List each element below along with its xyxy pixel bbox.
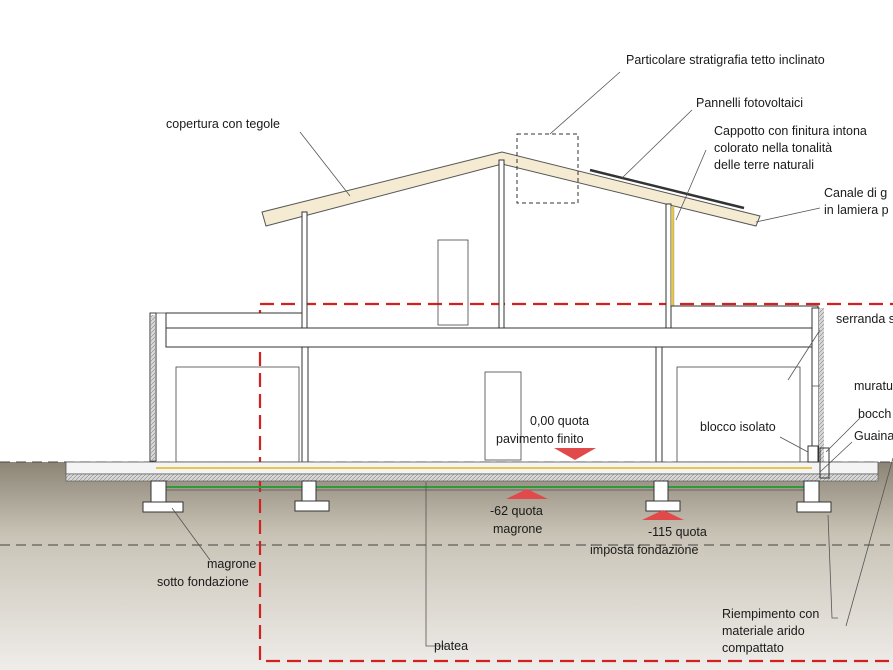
label-quota62-1: -62 quota — [490, 504, 543, 518]
label-cappotto-1: Cappotto con finitura intona — [714, 124, 867, 138]
ground-wall-far-right — [811, 307, 820, 464]
label-magrone-2: sotto fondazione — [157, 575, 249, 589]
terrace-slab-left — [165, 312, 303, 329]
ground-wall-far-right-hatch — [819, 308, 824, 463]
label-quota115-2: imposta fondazione — [590, 543, 698, 557]
level-marker-62 — [506, 489, 548, 499]
label-stratigrafia-tetto: Particolare stratigrafia tetto inclinato — [626, 53, 825, 67]
ground-door — [484, 371, 522, 461]
upper-window — [437, 239, 469, 326]
leader-lines — [171, 71, 893, 647]
label-muratura: muratu — [854, 379, 893, 393]
label-platea: platea — [434, 639, 468, 653]
label-guaina: Guaina — [854, 429, 893, 443]
label-canale-1: Canale di g — [824, 186, 887, 200]
label-riempimento-1: Riempimento con — [722, 607, 819, 621]
ground-wall-left — [301, 346, 309, 463]
blocco-isolato — [807, 445, 819, 463]
detail-frame — [258, 302, 893, 663]
bocca-di-lupo — [819, 447, 830, 479]
ground-wall-far-left-hatch — [151, 315, 155, 460]
label-riempimento-2: materiale arido — [722, 624, 805, 638]
label-quota62-2: magrone — [493, 522, 542, 536]
upper-wall-right — [665, 203, 672, 329]
label-quota0-1: 0,00 quota — [530, 414, 589, 428]
ground-wall-right — [655, 346, 663, 463]
roof — [261, 151, 761, 227]
ground — [0, 462, 893, 670]
upper-wall-left — [301, 211, 308, 329]
chimney-outline — [516, 133, 579, 204]
label-cappotto-3: delle terre naturali — [714, 158, 814, 172]
label-quota0-2: pavimento finito — [496, 432, 584, 446]
label-magrone-1: magrone — [207, 557, 256, 571]
garage-door-left — [175, 366, 300, 463]
terrace-slab-right — [670, 305, 819, 329]
garage-door-right — [676, 366, 801, 463]
label-canale-2: in lamiera p — [824, 203, 889, 217]
first-floor-slab — [165, 327, 819, 348]
floor-base — [65, 473, 879, 482]
label-blocco: blocco isolato — [700, 420, 776, 434]
label-cappotto-2: colorato nella tonalità — [714, 141, 832, 155]
label-bocca: bocch — [858, 407, 891, 421]
upper-wall-middle — [498, 159, 505, 329]
label-riempimento-3: compattato — [722, 641, 784, 655]
label-serranda: serranda s — [836, 312, 893, 326]
level-marker-115 — [642, 510, 684, 520]
label-pannelli: Pannelli fotovoltaici — [696, 96, 803, 110]
footings — [142, 480, 832, 513]
level-marker-0 — [554, 448, 596, 460]
label-copertura: copertura con tegole — [166, 117, 280, 131]
label-quota115-1: -115 quota — [648, 525, 707, 539]
